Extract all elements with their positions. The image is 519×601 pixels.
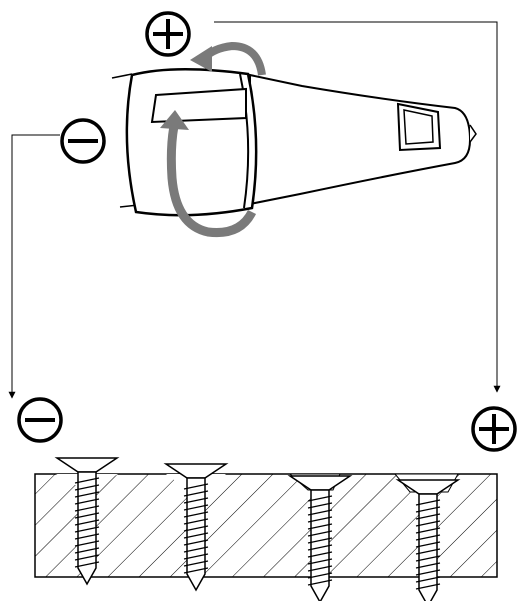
minus-symbol-top [60,118,106,164]
rotation-arrow-icon [160,41,266,238]
countersunk-screw-icon [287,475,353,601]
countersunk-screw-icon [395,479,461,601]
minus-symbol-bottom [17,397,63,443]
minus-connector-line [8,134,60,399]
countersunk-screw-icon [163,463,229,592]
plus-connector-line [214,21,501,393]
depth-adjuster-collar-icon [111,67,477,217]
screws-group [54,457,461,601]
plus-symbol-bottom [471,406,517,452]
countersunk-screw-icon [54,457,120,586]
plus-symbol-top [145,11,191,57]
